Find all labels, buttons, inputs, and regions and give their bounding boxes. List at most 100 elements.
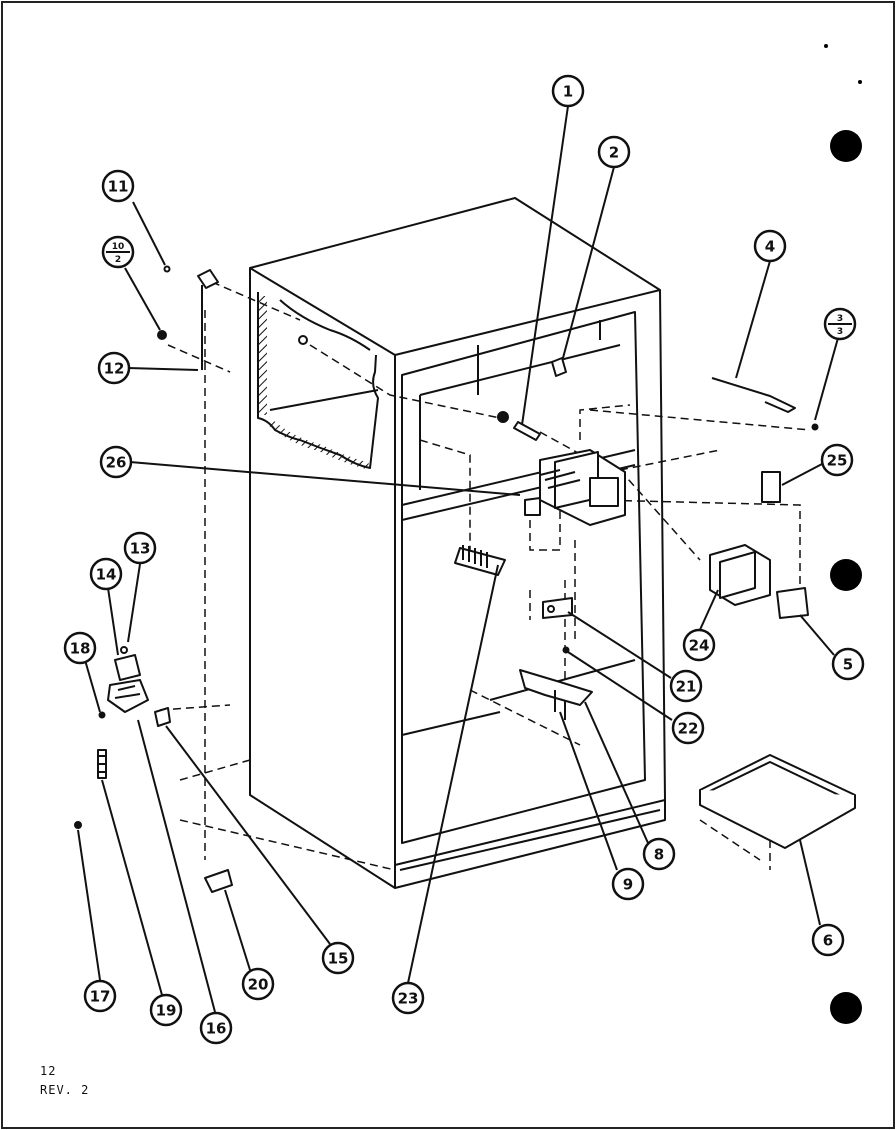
callout-label: 19 (156, 1002, 177, 1020)
part-1-fitting (497, 411, 509, 423)
callout-label: 16 (206, 1020, 227, 1038)
callout-c2: 2 (597, 135, 631, 169)
assembly-dashed-lines (159, 281, 811, 871)
callout-c8: 8 (642, 837, 676, 871)
callout-label: 14 (96, 566, 117, 584)
callout-label: 4 (765, 238, 775, 256)
callout-c18: 18 (63, 631, 97, 665)
callout-c11: 11 (101, 169, 135, 203)
specks (824, 44, 828, 48)
callout-label: 9 (623, 876, 633, 894)
callout-circle (753, 229, 787, 263)
callout-circle (63, 631, 97, 665)
callout-circle (97, 351, 131, 385)
callout-circle (149, 993, 183, 1027)
callout-label: 11 (108, 178, 129, 196)
part-15-fitting (154, 707, 171, 727)
leader-lines (77, 105, 839, 1013)
callout-circle (241, 967, 275, 1001)
callout-c19: 19 (149, 993, 183, 1027)
part-11-screw (163, 265, 171, 273)
callout-c1: 1 (551, 74, 585, 108)
callout-label: 15 (328, 950, 349, 968)
binder-hole-top (830, 130, 862, 162)
callout-c14: 14 (89, 557, 123, 591)
callout-circle (642, 837, 676, 871)
callout-c26: 26 (99, 445, 133, 479)
callout-c3_3: 33 (823, 307, 857, 341)
callout-label: 22 (678, 720, 699, 738)
callout-label: 13 (130, 540, 151, 558)
part-5-panel (776, 587, 809, 619)
callout-c15: 15 (321, 941, 355, 975)
part-8-bracket (519, 669, 593, 706)
callout-circle (123, 531, 157, 565)
refrigerator-cabinet (249, 197, 666, 889)
callout-circle (101, 169, 135, 203)
callout-circle (671, 711, 705, 745)
callout-circle (199, 1011, 233, 1045)
speck-2 (858, 80, 862, 84)
callout-label: 18 (70, 640, 91, 658)
callout-label: 1 (563, 83, 573, 101)
callout-circle (811, 923, 845, 957)
callout-label: 12 (104, 360, 125, 378)
part-12-control-knob (197, 269, 219, 289)
callout-c13: 13 (123, 531, 157, 565)
callout-label: 26 (106, 454, 127, 472)
callout-label: 6 (823, 932, 833, 950)
callout-circle (391, 981, 425, 1015)
callout-c24: 24 (682, 628, 716, 662)
part-1-tube (513, 421, 541, 441)
part-25-plate (761, 471, 781, 503)
page-number: 12 (40, 1064, 57, 1078)
callout-c25: 25 (820, 443, 854, 477)
callout-label-top: 3 (837, 314, 843, 324)
callouts: 1243325262452122896231110212131418152017… (63, 74, 865, 1045)
callout-c17: 17 (83, 979, 117, 1013)
callout-label-bottom: 3 (837, 327, 843, 337)
callout-circle (89, 557, 123, 591)
part-13-ring (120, 646, 128, 654)
callout-c20: 20 (241, 967, 275, 1001)
callout-circle (611, 867, 645, 901)
part-18-screw (98, 711, 106, 719)
part-3-screw (811, 423, 819, 431)
part-22-screw (562, 646, 570, 654)
callout-c9: 9 (611, 867, 645, 901)
callout-label: 2 (609, 144, 619, 162)
callout-label-top: 10 (112, 242, 125, 252)
callout-circle (321, 941, 355, 975)
callout-label: 8 (654, 846, 664, 864)
callout-label: 25 (827, 452, 848, 470)
callout-c22: 22 (671, 711, 705, 745)
callout-label: 20 (248, 976, 269, 994)
binder-hole-bottom (830, 992, 862, 1024)
callout-circle (831, 647, 865, 681)
callout-c6: 6 (811, 923, 845, 957)
part-2-clip (551, 357, 567, 377)
part-4-rod (711, 377, 796, 413)
callout-label: 23 (398, 990, 419, 1008)
callout-circle (682, 628, 716, 662)
callout-circle (83, 979, 117, 1013)
part-17-screw (74, 821, 82, 829)
callout-label: 17 (90, 988, 111, 1006)
callout-label: 24 (689, 637, 710, 655)
callout-c16: 16 (199, 1011, 233, 1045)
binder-hole-middle (830, 559, 862, 591)
parts (74, 265, 856, 893)
callout-circle (597, 135, 631, 169)
revision-label: REV. 2 (40, 1083, 90, 1097)
callout-label: 21 (676, 678, 697, 696)
part-14-bracket (114, 654, 141, 681)
callout-circle (551, 74, 585, 108)
callout-c5: 5 (831, 647, 865, 681)
part-10-nut (157, 330, 167, 340)
callout-c23: 23 (391, 981, 425, 1015)
callout-c4: 4 (753, 229, 787, 263)
callout-c12: 12 (97, 351, 131, 385)
callout-circle (669, 669, 703, 703)
part-20-hinge (204, 869, 233, 893)
